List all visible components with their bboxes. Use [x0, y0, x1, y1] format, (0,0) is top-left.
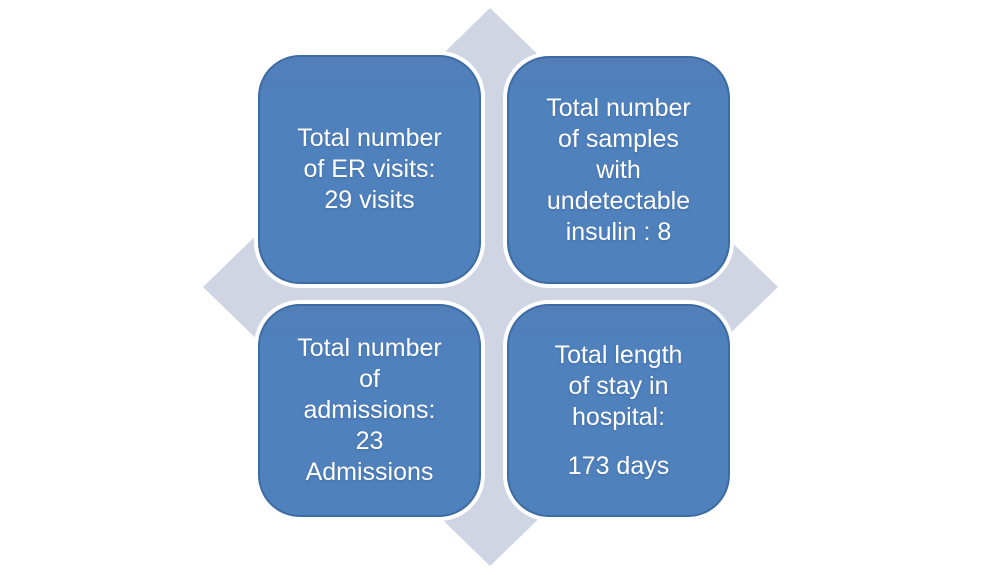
text-line: Total number — [546, 93, 691, 122]
text-line: Total number — [297, 334, 442, 362]
text-line: admissions: — [303, 396, 436, 424]
text-line: Admissions — [305, 458, 434, 486]
text-line: undetectable — [546, 186, 691, 215]
text-line: Total length — [554, 340, 683, 369]
stat-box-admissions: Total number of admissions: 23 Admission… — [258, 304, 481, 517]
text-line: 29 visits — [324, 186, 415, 214]
text-line: 173 days — [567, 451, 670, 480]
text-line: of samples — [558, 124, 679, 153]
text-line: of — [359, 365, 380, 393]
stat-box-er-visits: Total number of ER visits: 29 visits — [258, 55, 481, 284]
stat-box-length-of-stay: Total length of stay in hospital: 173 da… — [507, 304, 730, 517]
text-line: of stay in — [568, 371, 669, 400]
text-line: with — [596, 155, 641, 184]
text-line: of ER visits: — [303, 155, 436, 183]
text-line: 23 — [355, 427, 384, 455]
text-line: insulin : 8 — [565, 217, 672, 246]
text-line: hospital: — [571, 402, 666, 431]
text-line: Total number — [297, 124, 442, 152]
stat-box-insulin-samples: Total number of samples with undetectabl… — [507, 56, 730, 284]
